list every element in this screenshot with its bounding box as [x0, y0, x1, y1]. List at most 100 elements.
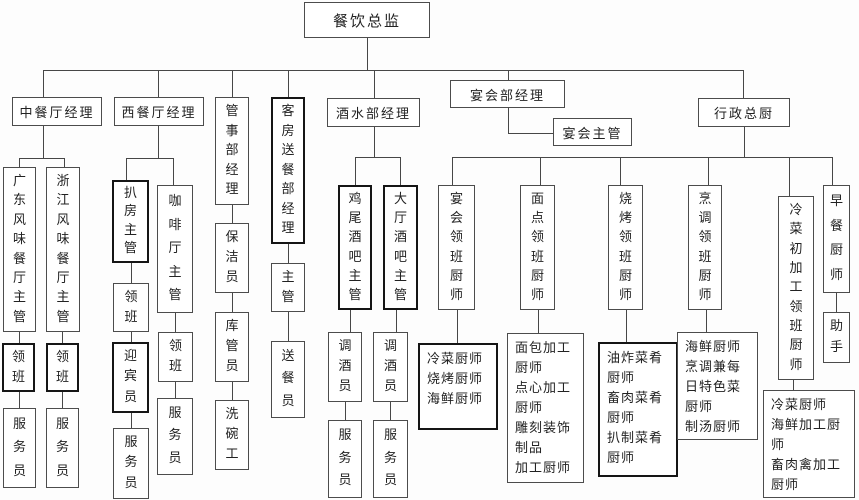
org-node-label: 宴会主管	[562, 126, 623, 142]
connector-line	[706, 310, 707, 332]
connector-line	[43, 126, 44, 158]
connector-line	[232, 70, 233, 97]
org-node-label: 宴会领班厨师	[449, 191, 463, 303]
connector-line	[126, 158, 173, 159]
org-node-label: 油炸菜肴 厨师 畜肉菜肴 厨师 扒制菜肴 厨师	[607, 351, 664, 466]
connector-line	[131, 263, 132, 283]
org-node-label: 库管员	[225, 319, 239, 374]
org-node-cantonese-restaurant-supervisor: 广东风味餐厅主管	[3, 167, 36, 332]
org-node-label: 管事部经理	[225, 104, 239, 198]
org-node-coffee-shop-supervisor: 咖啡厅主管	[157, 185, 193, 313]
connector-line	[708, 157, 709, 185]
connector-line	[789, 157, 790, 196]
connector-line	[538, 310, 539, 333]
org-node-cocktail-bar-waiter: 服务员	[328, 420, 362, 498]
org-node-grill-head-chef: 烧烤领班厨师	[608, 185, 643, 310]
connector-line	[175, 382, 176, 398]
org-node-label: 领班	[11, 350, 25, 385]
connector-line	[743, 70, 744, 98]
org-node-label: 服务员	[124, 435, 138, 491]
org-node-grill-room-greeter: 迎宾员	[112, 342, 149, 413]
connector-line	[452, 157, 832, 158]
org-node-label: 行政总厨	[713, 107, 774, 122]
org-node-label: 服务员	[338, 427, 352, 489]
org-node-coffee-shop-captain: 领班	[158, 332, 193, 382]
org-node-storekeeper: 库管员	[215, 312, 249, 382]
org-node-label: 中餐厅经理	[19, 106, 95, 121]
org-node-label: 主管	[281, 270, 295, 305]
connector-line	[396, 310, 397, 332]
connector-line	[457, 310, 458, 343]
org-node-label: 客房送餐部经理	[281, 103, 295, 237]
connector-line	[288, 312, 289, 341]
org-node-grill-chefs-group: 油炸菜肴 厨师 畜肉菜肴 厨师 扒制菜肴 厨师	[598, 342, 678, 477]
org-node-pastry-chefs-group: 面包加工 厨师 点心加工 厨师 雕刻装饰 制品 加工厨师	[507, 333, 584, 483]
connector-line	[345, 402, 346, 420]
org-node-cooking-head-chef: 烹调领班厨师	[688, 185, 722, 310]
org-node-zhejiang-waiter: 服务员	[46, 408, 79, 488]
org-node-breakfast-assistant: 助手	[823, 312, 850, 363]
org-node-label: 领班	[55, 350, 69, 385]
org-node-cleaner: 保洁员	[215, 223, 249, 293]
org-node-dishwasher: 洗碗工	[215, 400, 249, 470]
org-node-label: 扒房主管	[123, 186, 137, 256]
org-node-label: 送餐员	[281, 349, 295, 409]
connector-line	[508, 108, 509, 133]
connector-line	[62, 392, 63, 408]
org-node-grill-room-captain: 领班	[113, 283, 149, 332]
connector-line	[374, 70, 375, 98]
connector-line	[62, 332, 63, 343]
connector-line	[452, 157, 453, 185]
connector-line	[126, 158, 127, 180]
connector-line	[19, 158, 65, 159]
connector-line	[836, 293, 837, 312]
org-node-room-service-supervisor: 主管	[271, 263, 305, 312]
connector-line	[158, 70, 159, 97]
connector-line	[288, 70, 289, 97]
org-node-label: 调酒员	[338, 339, 352, 394]
org-node-cooking-chefs-group: 海鲜厨师 烹调兼每 日特色菜 厨师 制汤厨师	[677, 332, 758, 440]
org-node-label: 鸡尾酒吧主管	[348, 191, 362, 303]
org-node-banquet-chefs-group: 冷菜厨师 烧烤厨师 海鲜厨师	[418, 343, 498, 430]
connector-line	[350, 310, 351, 332]
org-node-label: 西餐厅经理	[121, 106, 197, 121]
org-node-label: 服务员	[12, 417, 26, 479]
org-node-cantonese-captain: 领班	[2, 343, 35, 392]
org-node-label: 宴会部经理	[469, 88, 545, 104]
connector-line	[374, 127, 375, 157]
connector-line	[508, 70, 509, 80]
org-node-lobby-bar-waiter: 服务员	[373, 420, 408, 498]
connector-line	[626, 310, 627, 342]
org-node-steward-dept-manager: 管事部经理	[215, 97, 249, 205]
connector-line	[64, 158, 65, 167]
org-node-breakfast-chef: 早餐厨师	[823, 185, 850, 293]
connector-line	[232, 382, 233, 400]
connector-line	[19, 392, 20, 408]
org-node-chinese-restaurant-manager: 中餐厅经理	[12, 97, 102, 126]
org-node-label: 冷菜厨师 烧烤厨师 海鲜厨师	[427, 352, 484, 407]
org-node-banquet-head-chef: 宴会领班厨师	[438, 185, 475, 310]
org-node-fnb-director: 餐饮总监	[304, 2, 430, 38]
org-node-label: 服务员	[383, 427, 397, 489]
org-node-label: 调酒员	[383, 339, 397, 394]
connector-line	[508, 133, 553, 134]
org-node-label: 烹调领班厨师	[698, 191, 712, 303]
connector-line	[19, 332, 20, 343]
connector-line	[288, 244, 289, 263]
connector-line	[793, 380, 794, 390]
org-node-label: 领班	[168, 339, 182, 374]
connector-line	[355, 157, 356, 185]
org-node-label: 服务员	[55, 417, 69, 479]
connector-line	[131, 413, 132, 428]
org-node-label: 面点领班厨师	[530, 191, 544, 303]
org-node-label: 广东风味餐厅主管	[12, 174, 26, 325]
connector-line	[173, 158, 174, 185]
connector-line	[744, 127, 745, 157]
connector-line	[832, 157, 833, 185]
org-node-lobby-bartender: 调酒员	[373, 332, 408, 402]
org-node-room-service-deliverer: 送餐员	[271, 341, 305, 418]
org-node-label: 海鲜厨师 烹调兼每 日特色菜 厨师 制汤厨师	[685, 340, 742, 435]
connector-line	[620, 157, 621, 185]
org-node-label: 服务员	[168, 406, 182, 466]
org-node-cold-dish-prep-head-chef: 冷菜初加工领班厨师	[778, 196, 814, 380]
